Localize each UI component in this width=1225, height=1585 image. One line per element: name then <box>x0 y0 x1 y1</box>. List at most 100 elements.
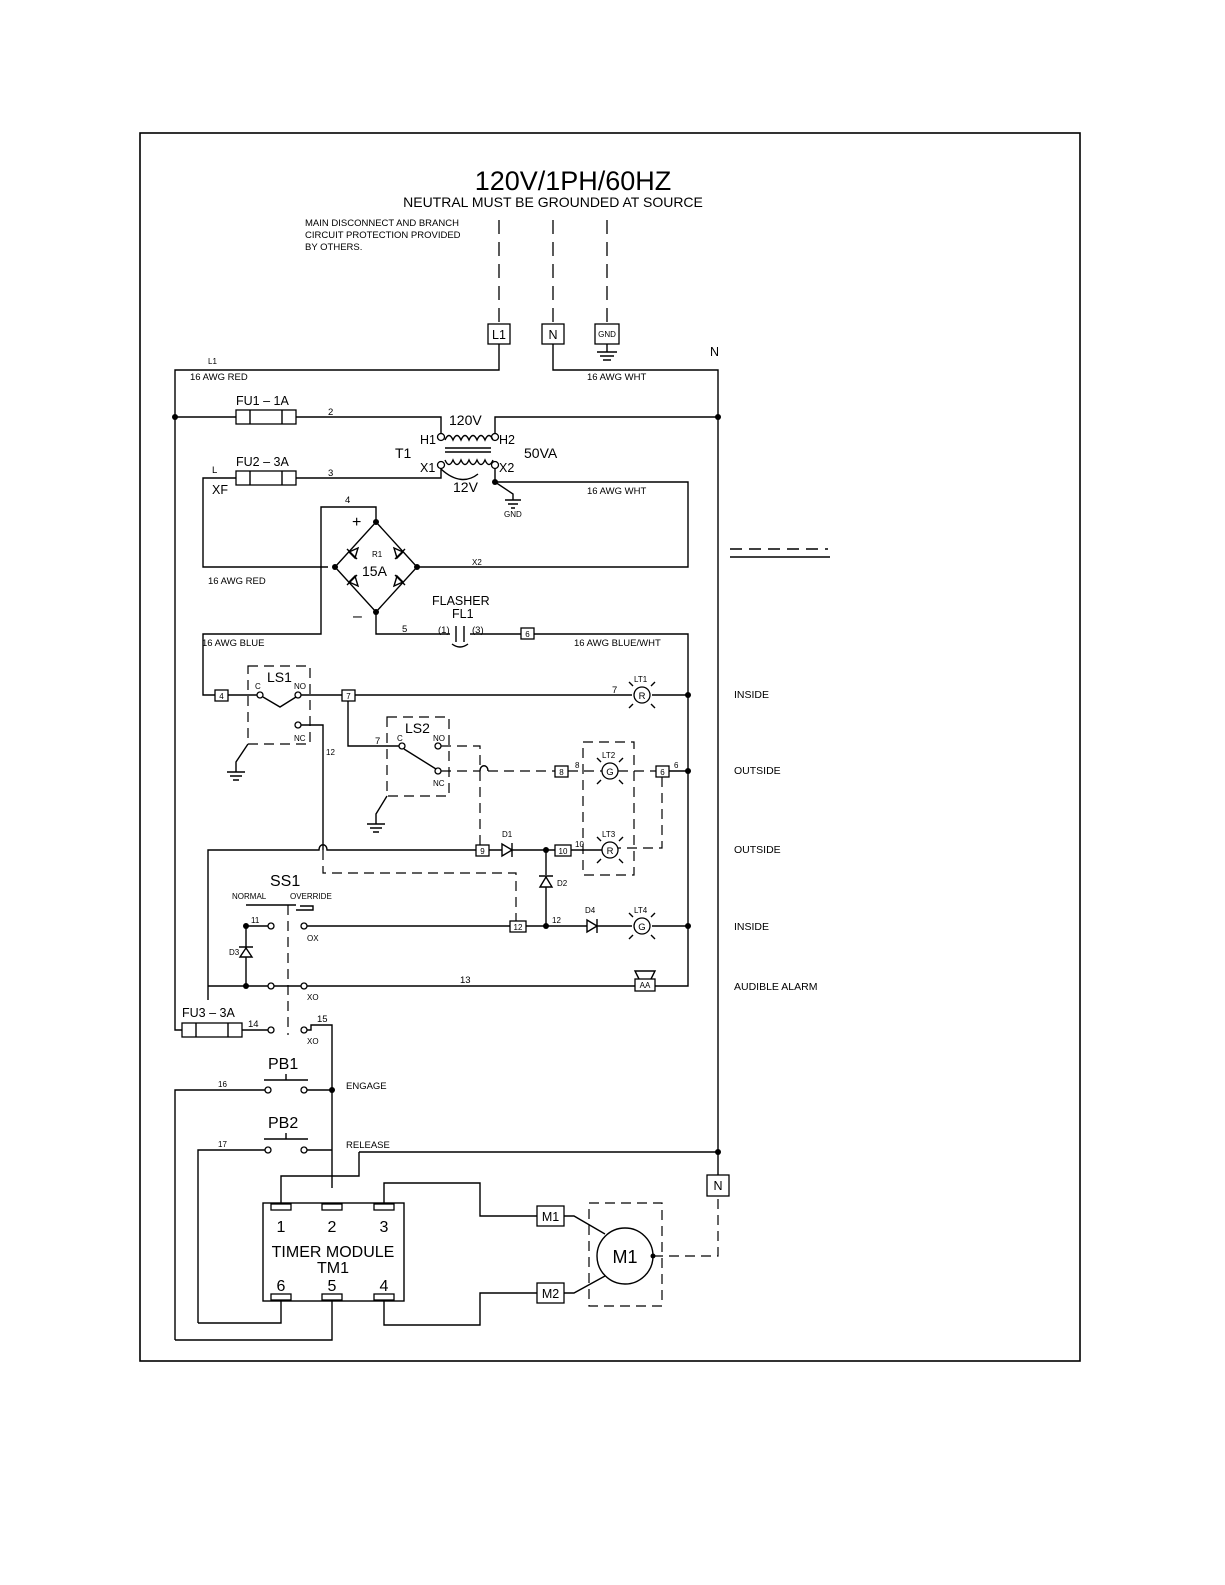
svg-text:N: N <box>548 328 557 342</box>
diode-d1 <box>501 842 514 858</box>
svg-text:L1: L1 <box>492 328 506 342</box>
svg-text:NO: NO <box>433 734 445 743</box>
svg-text:X2: X2 <box>472 558 482 567</box>
svg-text:R1: R1 <box>372 550 383 559</box>
svg-text:XO: XO <box>307 993 319 1002</box>
svg-text:NO: NO <box>294 682 306 691</box>
svg-text:X2: X2 <box>499 461 514 475</box>
svg-text:LS2: LS2 <box>405 720 430 736</box>
svg-text:XF: XF <box>212 483 228 497</box>
svg-text:TIMER MODULE: TIMER MODULE <box>272 1244 395 1261</box>
svg-text:6: 6 <box>660 768 665 777</box>
svg-text:–: – <box>353 608 362 625</box>
svg-text:L1: L1 <box>208 357 217 366</box>
svg-text:H1: H1 <box>420 433 436 447</box>
svg-text:RELEASE: RELEASE <box>346 1140 390 1151</box>
svg-text:1: 1 <box>277 1219 286 1236</box>
svg-text:9: 9 <box>480 847 485 856</box>
svg-text:12: 12 <box>552 916 561 925</box>
svg-text:FU2 – 3A: FU2 – 3A <box>236 455 289 469</box>
svg-text:N: N <box>713 1179 722 1193</box>
svg-text:17: 17 <box>218 1140 227 1149</box>
svg-text:6: 6 <box>525 630 530 639</box>
svg-text:C: C <box>397 734 403 743</box>
svg-text:FLASHER: FLASHER <box>432 594 490 608</box>
svg-text:D2: D2 <box>557 879 568 888</box>
svg-text:15A: 15A <box>362 563 388 579</box>
svg-text:NORMAL: NORMAL <box>232 892 267 901</box>
svg-text:NC: NC <box>433 779 445 788</box>
svg-text:M1: M1 <box>612 1247 637 1267</box>
svg-text:10: 10 <box>575 840 584 849</box>
svg-text:50VA: 50VA <box>524 445 558 461</box>
svg-text:G: G <box>638 922 645 933</box>
svg-text:3: 3 <box>380 1219 389 1236</box>
svg-text:OX: OX <box>307 934 319 943</box>
diode-d3 <box>238 946 254 958</box>
svg-text:3: 3 <box>328 468 333 479</box>
svg-text:12: 12 <box>326 748 335 757</box>
svg-text:GND: GND <box>598 330 616 339</box>
diode-d4 <box>586 918 599 934</box>
svg-text:7: 7 <box>375 736 380 747</box>
audible-alarm-aa <box>633 970 657 992</box>
svg-text:12: 12 <box>514 923 523 932</box>
terminal-n-bottom <box>706 1174 730 1197</box>
svg-text:(3): (3) <box>472 625 484 636</box>
svg-text:16 AWG WHT: 16 AWG WHT <box>587 372 646 383</box>
supply-subtitle: NEUTRAL MUST BE GROUNDED AT SOURCE <box>403 194 703 210</box>
svg-text:16 AWG RED: 16 AWG RED <box>208 576 266 587</box>
svg-text:L: L <box>212 465 217 476</box>
lamp-lt1 <box>628 681 656 709</box>
svg-text:FU3 – 3A: FU3 – 3A <box>182 1006 235 1020</box>
lamp-lt4 <box>628 912 656 940</box>
neutral-label: N <box>710 345 719 359</box>
svg-text:10: 10 <box>559 847 568 856</box>
svg-text:T1: T1 <box>395 445 412 461</box>
svg-text:ENGAGE: ENGAGE <box>346 1081 387 1092</box>
legend-inside-2: INSIDE <box>734 921 769 933</box>
svg-text:8: 8 <box>559 768 564 777</box>
svg-text:14: 14 <box>248 1019 259 1030</box>
svg-text:4: 4 <box>380 1278 389 1295</box>
svg-text:11: 11 <box>251 916 260 925</box>
svg-text:D3: D3 <box>229 948 240 957</box>
svg-text:15: 15 <box>317 1014 328 1025</box>
svg-text:OVERRIDE: OVERRIDE <box>290 892 332 901</box>
svg-text:AA: AA <box>640 981 651 990</box>
drawing-frame <box>139 132 1081 1362</box>
svg-text:13: 13 <box>460 975 471 986</box>
svg-text:2: 2 <box>328 407 333 418</box>
svg-text:M1: M1 <box>542 1210 559 1224</box>
svg-text:LT4: LT4 <box>634 906 648 915</box>
svg-text:C: C <box>255 682 261 691</box>
svg-text:5: 5 <box>402 624 407 635</box>
svg-text:R: R <box>607 846 614 857</box>
svg-text:FL1: FL1 <box>452 607 474 621</box>
legend-outside-1: OUTSIDE <box>734 765 781 777</box>
svg-text:4: 4 <box>219 692 224 701</box>
svg-text:16 AWG RED: 16 AWG RED <box>190 372 248 383</box>
svg-text:2: 2 <box>328 1219 337 1236</box>
svg-text:5: 5 <box>328 1278 337 1295</box>
fuse-fu2 <box>235 470 297 486</box>
svg-text:XO: XO <box>307 1037 319 1046</box>
lamp-lt3 <box>596 836 624 864</box>
svg-text:TM1: TM1 <box>317 1260 349 1277</box>
lamp-lt2 <box>596 757 624 785</box>
svg-text:X1: X1 <box>420 461 435 475</box>
svg-text:(1): (1) <box>438 625 450 636</box>
svg-text:M2: M2 <box>542 1287 559 1301</box>
timer-module-tm1 <box>262 1202 405 1302</box>
svg-text:NC: NC <box>294 734 306 743</box>
svg-text:H2: H2 <box>499 433 515 447</box>
svg-text:FU1 – 1A: FU1 – 1A <box>236 394 289 408</box>
svg-text:LS1: LS1 <box>267 669 292 685</box>
svg-text:LT3: LT3 <box>602 830 616 839</box>
svg-text:16 AWG BLUE/WHT: 16 AWG BLUE/WHT <box>574 638 661 649</box>
supply-title: 120V/1PH/60HZ <box>475 166 672 196</box>
svg-text:120V: 120V <box>449 412 482 428</box>
svg-text:PB2: PB2 <box>268 1115 298 1132</box>
